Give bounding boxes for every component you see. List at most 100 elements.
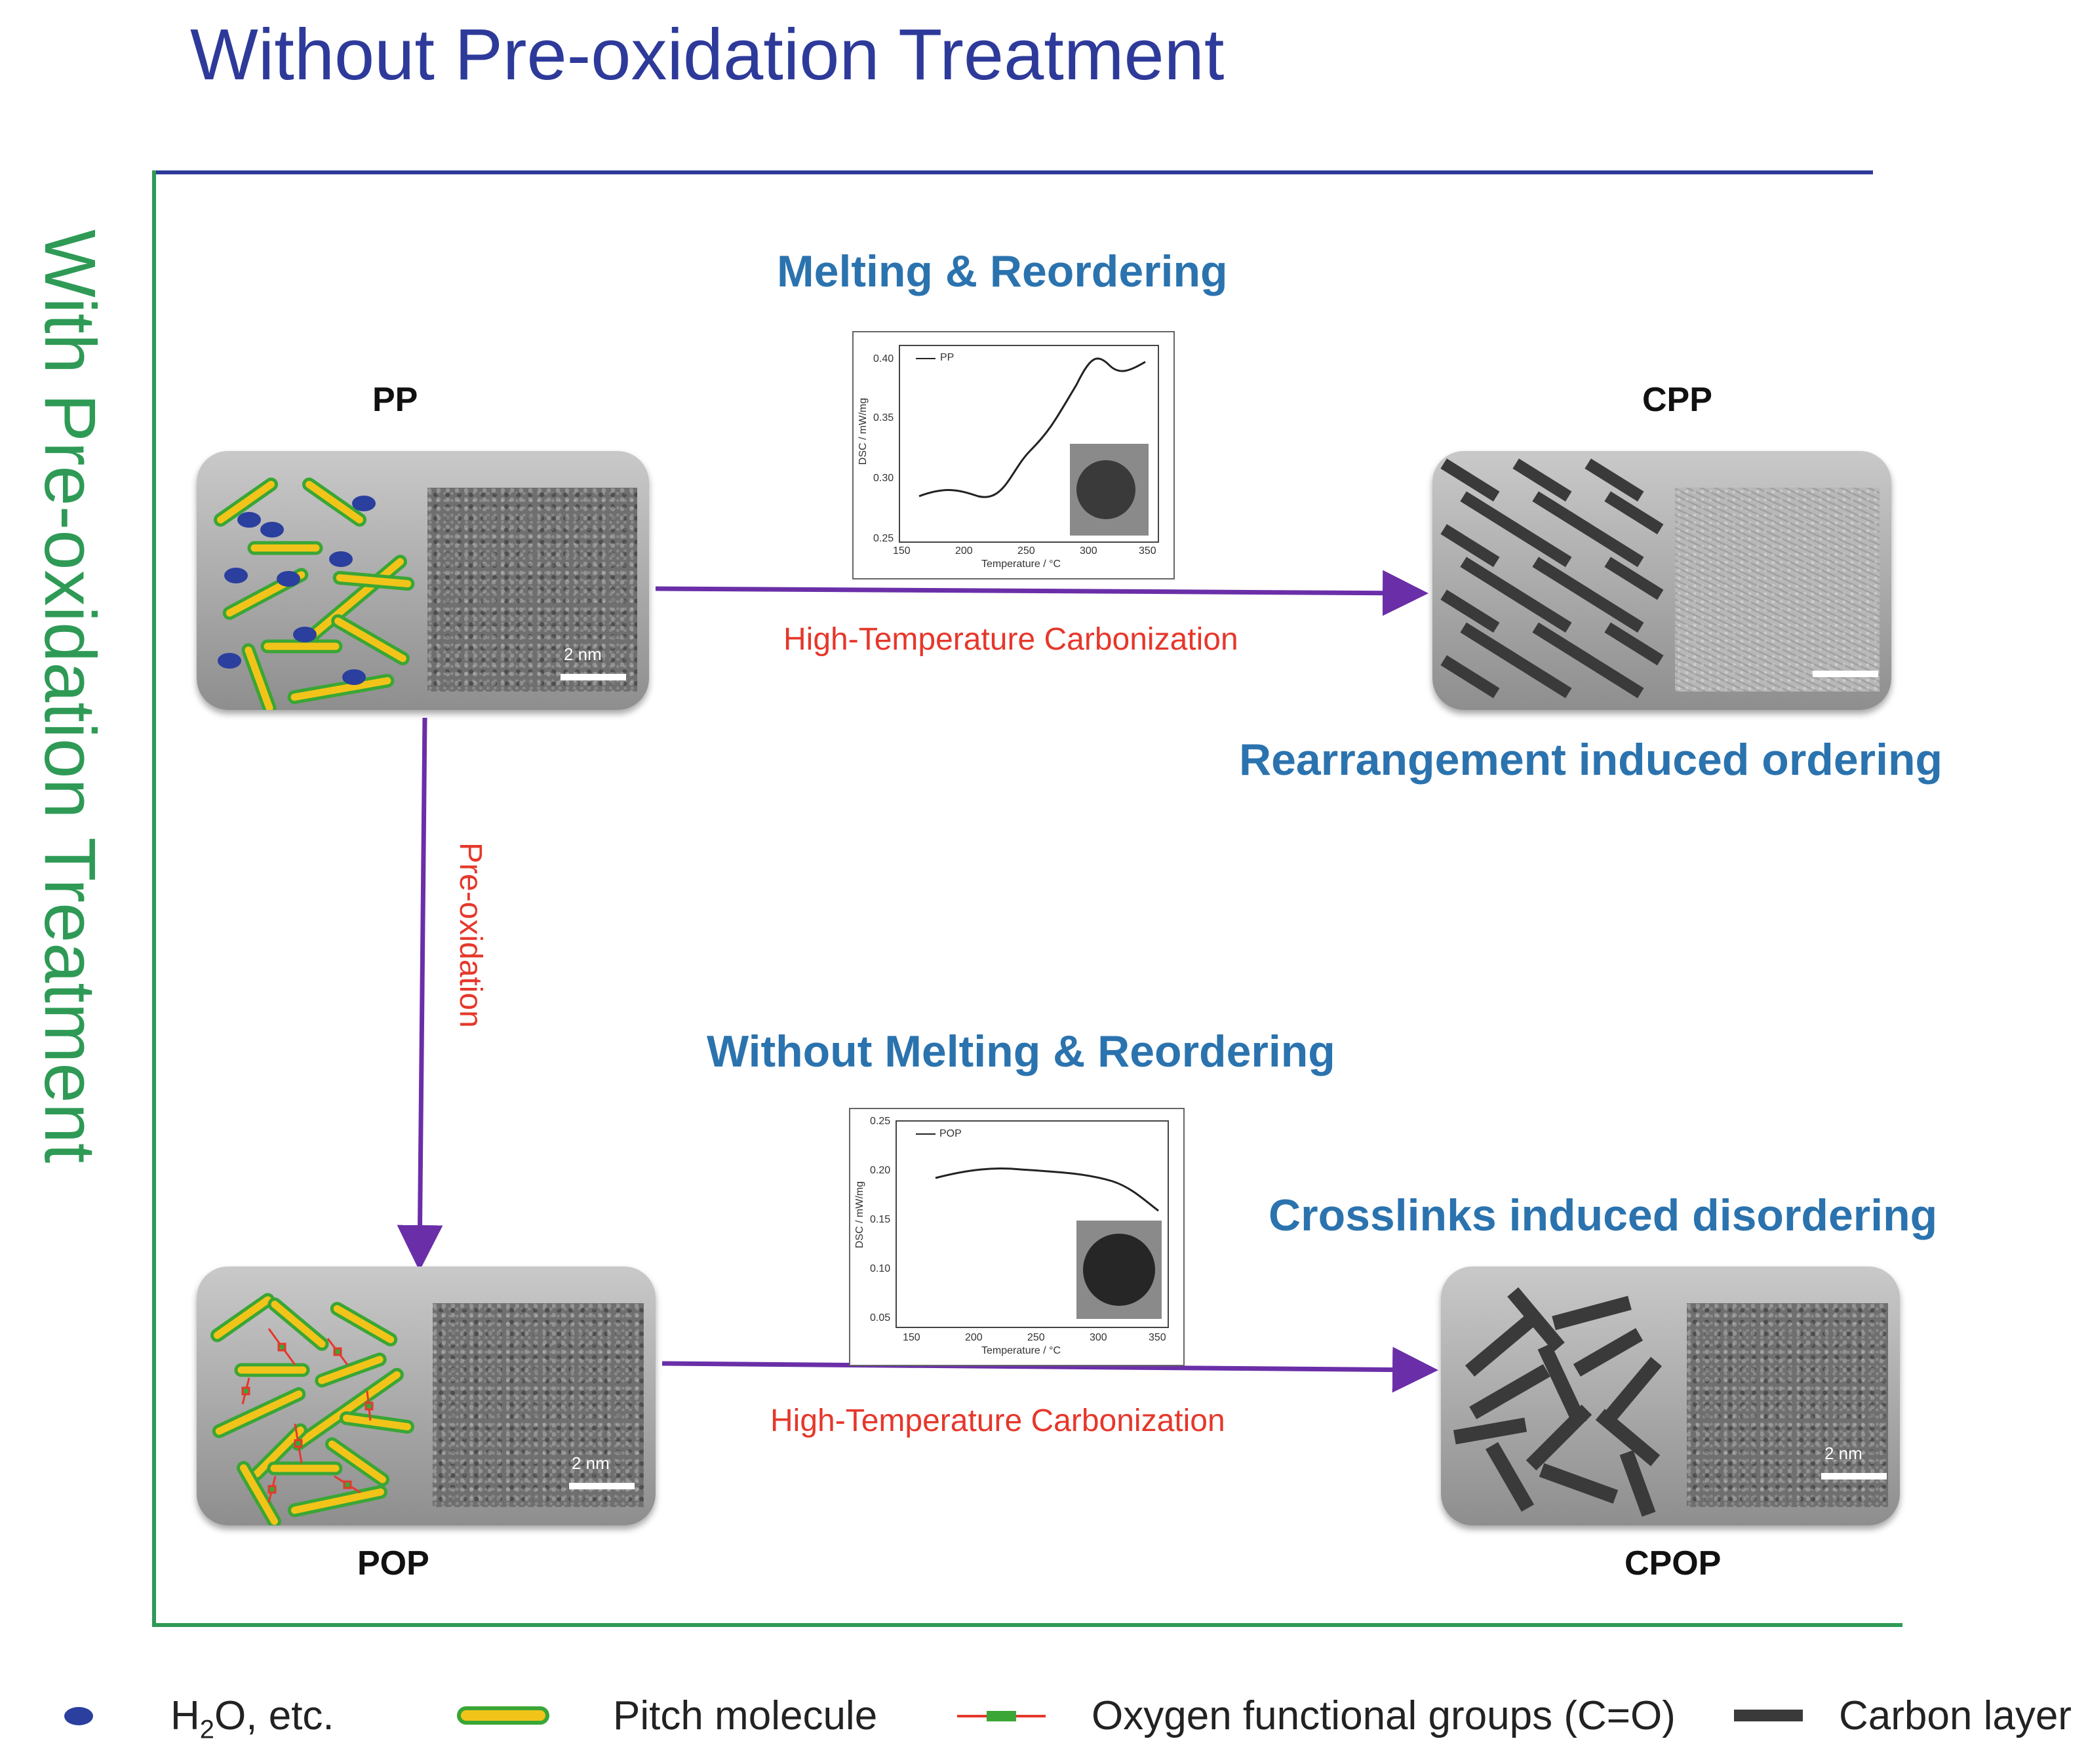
cpp-carbon-layer [1585, 458, 1644, 502]
label-carbonization-top: High-Temperature Carbonization [783, 622, 1238, 657]
legend-h2o-h: H [170, 1693, 200, 1738]
inset-dsc-pop-xtick-4: 350 [1149, 1332, 1166, 1343]
inset-dsc-pp-xtick-3: 300 [1080, 545, 1097, 557]
label-carbonization-bottom: High-Temperature Carbonization [770, 1403, 1225, 1438]
cpp-carbon-layer [1512, 524, 1572, 568]
cpp-carbon-layer [1460, 557, 1520, 600]
node-label-cpop: CPOP [1625, 1544, 1722, 1582]
cpp-carbon-layer [1440, 655, 1500, 699]
left-frame-line [152, 170, 156, 1627]
inset-dsc-pp-ytick-1: 0.35 [873, 412, 894, 423]
arrow-pre-oxidation [397, 717, 443, 1271]
pop-crosslinked-schematic [210, 1293, 415, 1525]
node-label-cpp: CPP [1642, 381, 1712, 419]
inset-dsc-pp-xlabel: Temperature / °C [981, 559, 1061, 570]
cpop-scale-label: 2 nm [1824, 1443, 1862, 1463]
heading-crosslinks-disordering: Crosslinks induced disordering [1269, 1190, 1938, 1240]
cpp-carbon-layer [1440, 589, 1500, 633]
heading-without-melting-reordering: Without Melting & Reordering [707, 1027, 1335, 1076]
inset-dsc-pp-xtick-1: 200 [955, 545, 973, 557]
panel-cpp [1432, 451, 1891, 710]
pp-scale-label: 2 nm [564, 644, 602, 664]
cpp-carbon-layer [1532, 491, 1592, 535]
inset-dsc-pop-ytick-0: 0.25 [870, 1116, 891, 1127]
top-frame-line [152, 170, 1873, 174]
panel-pop: 2 nm [197, 1266, 656, 1525]
inset-dsc-pop-ytick-1: 0.20 [870, 1165, 891, 1176]
inset-dsc-pp: PP 0.40 0.35 0.30 0.25 150 200 250 300 3… [852, 331, 1175, 579]
pp-scale-bar [561, 674, 626, 680]
legend-h2o-label: H2O, etc. [170, 1693, 334, 1744]
cpp-carbon-layer [1532, 622, 1592, 666]
inset-dsc-pop-xtick-2: 250 [1027, 1332, 1045, 1343]
cpp-carbon-layer [1585, 524, 1644, 568]
inset-dsc-pop-ylabel: DSC / mW/mg [854, 1181, 865, 1249]
cpp-carbon-layer [1440, 458, 1500, 502]
cpp-carbon-layer [1512, 458, 1572, 502]
inset-dsc-pop-xlabel: Temperature / °C [981, 1345, 1061, 1356]
cpp-carbon-layer [1460, 491, 1520, 535]
cpp-carbon-layer [1460, 622, 1520, 666]
title-with-pre-oxidation: With Pre-oxidation Treatment [30, 229, 110, 1164]
legend-oxygen-icon [957, 1711, 1046, 1721]
cpp-scale-bar [1813, 671, 1878, 677]
cpp-carbon-layer [1585, 589, 1644, 633]
bottom-frame-line [152, 1623, 1902, 1627]
pop-scale-bar [569, 1483, 635, 1489]
pop-tem-image [433, 1303, 644, 1507]
inset-dsc-pp-ylabel: DSC / mW/mg [857, 398, 869, 465]
pp-tem-image [427, 488, 637, 692]
legend-oxygen-label: Oxygen functional groups (C=O) [1092, 1693, 1676, 1738]
legend-pitch-icon [457, 1706, 549, 1725]
inset-dsc-pop-ytick-4: 0.05 [870, 1312, 891, 1323]
title-without-pre-oxidation: Without Pre-oxidation Treatment [190, 14, 1225, 95]
cpp-carbon-layer [1512, 655, 1572, 699]
inset-dsc-pop-xtick-1: 200 [965, 1332, 983, 1343]
legend-h2o-rest: O, etc. [214, 1693, 334, 1738]
legend-h2o-icon [64, 1707, 93, 1725]
cpop-tem-image [1687, 1303, 1888, 1507]
cpop-scale-bar [1821, 1473, 1887, 1480]
cpp-carbon-layer [1440, 524, 1500, 568]
inset-dsc-pop-legend: POP [939, 1128, 962, 1139]
inset-dsc-pp-xtick-0: 150 [893, 545, 911, 557]
inset-dsc-pop-xtick-3: 300 [1090, 1332, 1107, 1343]
legend: H2O, etc. Pitch molecule Oxygen function… [0, 1678, 2088, 1750]
pop-scale-label: 2 nm [572, 1453, 610, 1473]
inset-dsc-pp-plot [899, 345, 1159, 543]
legend-pitch-label: Pitch molecule [613, 1693, 878, 1738]
cpp-carbon-layer [1532, 557, 1592, 600]
inset-dsc-pp-ytick-2: 0.30 [873, 473, 894, 484]
pp-molecule-schematic [213, 477, 415, 710]
node-label-pp: PP [372, 381, 418, 419]
inset-dsc-pop-plot [896, 1120, 1169, 1328]
cpp-carbon-layer [1604, 622, 1664, 666]
inset-dsc-pp-xtick-2: 250 [1017, 545, 1035, 557]
cpp-carbon-layer [1604, 491, 1664, 535]
heading-melting-reordering: Melting & Reordering [777, 246, 1228, 296]
arrow-carbonization-top [655, 570, 1428, 616]
legend-h2o-sub: 2 [199, 1715, 215, 1744]
cpp-carbon-layer [1585, 655, 1644, 699]
cpop-disordered-carbon-schematic [1453, 1287, 1662, 1517]
inset-dsc-pop: POP 0.25 0.20 0.15 0.10 0.05 150 200 250… [849, 1108, 1185, 1366]
legend-carbon-label: Carbon layer [1839, 1693, 2072, 1738]
arrow-carbonization-bottom [661, 1346, 1438, 1393]
node-label-pop: POP [357, 1544, 429, 1582]
inset-dsc-pp-legend: PP [940, 352, 955, 363]
panel-cpop: 2 nm [1441, 1266, 1900, 1525]
cpp-ordered-carbon-schematic [1440, 458, 1664, 699]
heading-rearrangement-ordering: Rearrangement induced ordering [1239, 735, 1943, 785]
label-pre-oxidation: Pre-oxidation [453, 842, 488, 1028]
inset-dsc-pp-ytick-0: 0.40 [873, 353, 894, 364]
panel-pp: 2 nm [197, 451, 649, 710]
inset-dsc-pp-xtick-4: 350 [1139, 545, 1156, 557]
cpp-carbon-layer [1512, 589, 1572, 633]
legend-carbon-icon [1734, 1710, 1803, 1721]
inset-dsc-pop-xtick-0: 150 [903, 1332, 920, 1343]
inset-dsc-pop-ytick-2: 0.15 [870, 1214, 891, 1225]
cpp-tem-image [1675, 488, 1880, 692]
inset-dsc-pp-ytick-3: 0.25 [873, 533, 894, 544]
cpp-carbon-layer [1604, 557, 1664, 600]
